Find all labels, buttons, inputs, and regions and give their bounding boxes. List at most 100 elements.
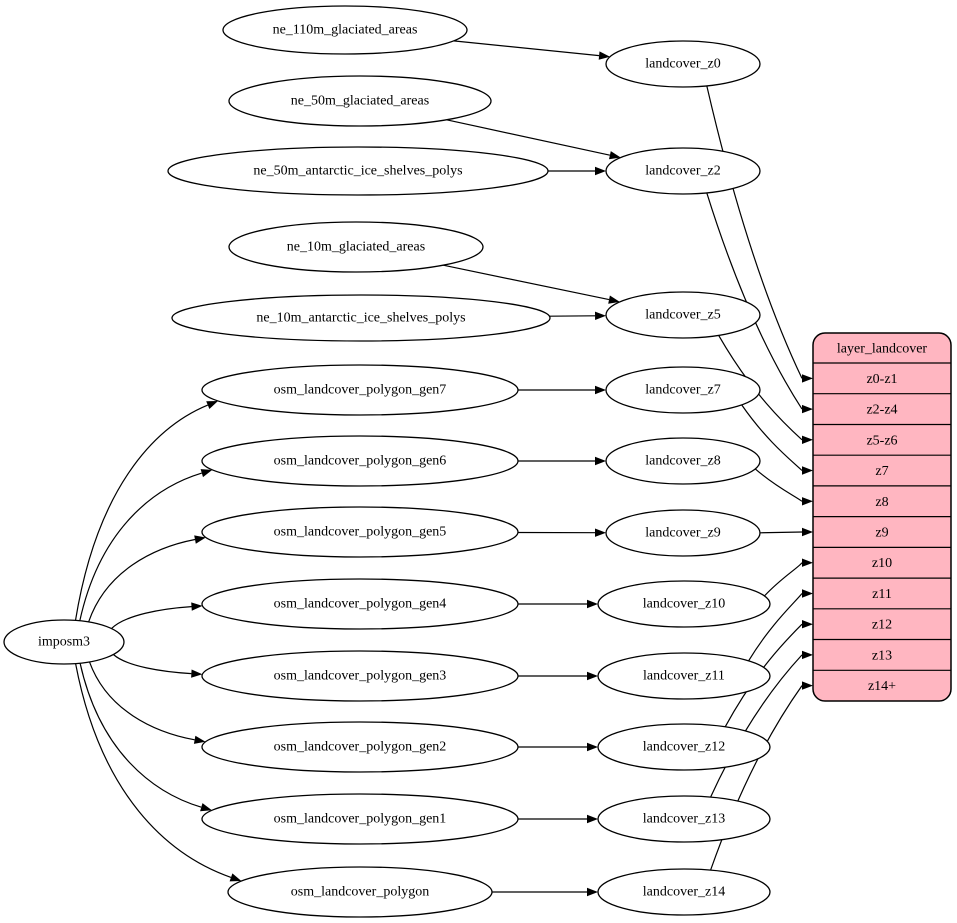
table-row-z10: z10 bbox=[813, 546, 951, 571]
edge-landcover_z11-to-layer_landcover-z11 bbox=[748, 589, 813, 662]
edge-landcover_z0-to-layer_landcover-z0-z1 bbox=[706, 85, 813, 383]
edge-landcover_z13-to-layer_landcover-z13 bbox=[710, 650, 813, 798]
table-row-z5-z6: z5-z6 bbox=[813, 423, 951, 448]
edge-imposm3-to-osm_landcover_polygon_gen1 bbox=[79, 663, 212, 812]
node-landcover_z13: landcover_z13 bbox=[597, 795, 771, 843]
edge-landcover_z8-to-layer_landcover-z8 bbox=[754, 468, 813, 506]
node-osm_landcover_polygon_gen3-ellipse bbox=[201, 650, 519, 702]
edge-ne_50m_glaciated_areas-to-landcover_z2-arrowhead bbox=[609, 151, 621, 160]
node-landcover_z14-label: landcover_z14 bbox=[643, 885, 725, 900]
node-osm_landcover_polygon_gen6: osm_landcover_polygon_gen6 bbox=[201, 435, 519, 487]
node-ne_10m_glaciated_areas-ellipse bbox=[228, 221, 484, 273]
node-osm_landcover_polygon_gen1-label: osm_landcover_polygon_gen1 bbox=[274, 812, 447, 827]
edge-landcover_z14-to-layer_landcover-z14+ bbox=[710, 681, 813, 871]
edge-ne_10m_glaciated_areas-to-landcover_z5 bbox=[443, 264, 620, 304]
edge-imposm3-to-osm_landcover_polygon-arrowhead bbox=[229, 873, 242, 882]
node-landcover_z14: landcover_z14 bbox=[597, 868, 771, 916]
node-landcover_z12-ellipse bbox=[597, 723, 771, 771]
node-landcover_z5-ellipse bbox=[605, 291, 761, 339]
node-ne_50m_glaciated_areas: ne_50m_glaciated_areas bbox=[228, 75, 492, 127]
node-landcover_z7-ellipse bbox=[605, 366, 761, 414]
node-osm_landcover_polygon_gen5: osm_landcover_polygon_gen5 bbox=[201, 506, 519, 558]
node-ne_50m_antarctic_ice_shelves_polys: ne_50m_antarctic_ice_shelves_polys bbox=[167, 146, 549, 196]
table-row-z11: z11 bbox=[813, 577, 951, 602]
node-landcover_z11: landcover_z11 bbox=[597, 652, 771, 700]
edge-ne_110m_glaciated_areas-to-landcover_z0-line bbox=[453, 40, 600, 57]
edge-ne_10m_antarctic_ice_shelves_polys-to-landcover_z5-arrowhead bbox=[595, 311, 606, 320]
edge-landcover_z9-to-layer_landcover-z9-line bbox=[759, 531, 803, 534]
node-ne_50m_antarctic_ice_shelves_polys-ellipse bbox=[167, 146, 549, 196]
node-landcover_z11-label: landcover_z11 bbox=[643, 669, 725, 684]
table-row-z12: z12 bbox=[813, 608, 951, 633]
node-osm_landcover_polygon_gen4: osm_landcover_polygon_gen4 bbox=[201, 578, 519, 630]
node-ne_10m_antarctic_ice_shelves_polys: ne_10m_antarctic_ice_shelves_polys bbox=[171, 294, 551, 342]
edge-imposm3-to-osm_landcover_polygon_gen5 bbox=[88, 535, 206, 623]
edge-ne_50m_glaciated_areas-to-landcover_z2 bbox=[446, 119, 621, 160]
edge-landcover_z0-to-layer_landcover-z0-z1-line bbox=[706, 85, 803, 379]
edge-landcover_z8-to-layer_landcover-z8-arrowhead bbox=[802, 497, 813, 506]
edge-landcover_z10-to-layer_landcover-z10 bbox=[764, 558, 813, 597]
edge-imposm3-to-osm_landcover_polygon_gen4 bbox=[111, 602, 203, 630]
node-landcover_z13-label: landcover_z13 bbox=[643, 812, 725, 827]
edge-ne_10m_glaciated_areas-to-landcover_z5-arrowhead bbox=[608, 295, 620, 304]
node-osm_landcover_polygon_gen7-label: osm_landcover_polygon_gen7 bbox=[274, 383, 447, 398]
edge-landcover_z9-to-layer_landcover-z9-arrowhead bbox=[802, 527, 813, 537]
edge-imposm3-to-osm_landcover_polygon_gen2 bbox=[88, 661, 206, 744]
node-landcover_z0-ellipse bbox=[605, 40, 761, 88]
table-row-z13-label: z13 bbox=[872, 648, 892, 663]
edge-imposm3-to-osm_landcover_polygon_gen4-arrowhead bbox=[191, 602, 203, 611]
node-osm_landcover_polygon_gen2-label: osm_landcover_polygon_gen2 bbox=[274, 740, 447, 755]
nodes-layer: imposm3ne_110m_glaciated_areasne_50m_gla… bbox=[3, 5, 952, 918]
edge-imposm3-to-osm_landcover_polygon_gen2-line bbox=[88, 661, 195, 741]
edge-imposm3-to-osm_landcover_polygon_gen1-line bbox=[79, 663, 202, 808]
edge-landcover_z10-to-layer_landcover-z10-line bbox=[764, 562, 803, 597]
table-row-z12-label: z12 bbox=[872, 618, 892, 633]
node-landcover_z7: landcover_z7 bbox=[605, 366, 761, 414]
table-row-z10-label: z10 bbox=[872, 556, 892, 571]
edge-imposm3-to-osm_landcover_polygon_gen3-line bbox=[113, 654, 192, 675]
node-landcover_z2-ellipse bbox=[605, 147, 761, 195]
table-row-z13: z13 bbox=[813, 638, 951, 663]
edge-imposm3-to-osm_landcover_polygon_gen1-arrowhead bbox=[200, 803, 212, 812]
edge-landcover_z2-to-layer_landcover-z2-z4 bbox=[706, 192, 813, 414]
table-row-z8-label: z8 bbox=[875, 495, 888, 510]
edge-landcover_z5-to-layer_landcover-z5-z6-arrowhead bbox=[802, 435, 813, 444]
node-landcover_z12-label: landcover_z12 bbox=[643, 740, 725, 755]
node-osm_landcover_polygon_gen3-label: osm_landcover_polygon_gen3 bbox=[274, 669, 447, 684]
edge-imposm3-to-osm_landcover_polygon_gen6 bbox=[79, 469, 213, 621]
node-ne_10m_antarctic_ice_shelves_polys-ellipse bbox=[171, 294, 551, 342]
node-imposm3-ellipse bbox=[3, 619, 125, 665]
node-osm_landcover_polygon_gen7-ellipse bbox=[201, 364, 519, 416]
edge-imposm3-to-osm_landcover_polygon_gen7 bbox=[74, 401, 218, 621]
edge-landcover_z5-to-layer_landcover-z5-z6-line bbox=[718, 335, 803, 441]
node-landcover_z2: landcover_z2 bbox=[605, 147, 761, 195]
edge-landcover_z11-to-layer_landcover-z11-line bbox=[748, 593, 803, 662]
node-osm_landcover_polygon_gen2-ellipse bbox=[201, 721, 519, 773]
edge-osm_landcover_polygon_gen4-to-landcover_z10-arrowhead bbox=[587, 599, 598, 609]
node-landcover_z8-ellipse bbox=[605, 437, 761, 485]
edge-landcover_z5-to-layer_landcover-z5-z6 bbox=[718, 335, 813, 444]
edge-osm_landcover_polygon_gen2-to-landcover_z12 bbox=[518, 742, 598, 752]
edge-landcover_z12-to-layer_landcover-z12-line bbox=[724, 623, 803, 728]
edge-landcover_z12-to-layer_landcover-z12-arrowhead bbox=[802, 620, 813, 629]
table-row-z2-z4-label: z2-z4 bbox=[866, 403, 897, 418]
edge-imposm3-to-osm_landcover_polygon_gen5-arrowhead bbox=[194, 535, 206, 544]
edge-landcover_z7-to-layer_landcover-z7 bbox=[741, 404, 813, 475]
edge-imposm3-to-osm_landcover_polygon_gen5-line bbox=[88, 538, 196, 623]
node-osm_landcover_polygon_gen5-ellipse bbox=[201, 506, 519, 558]
node-landcover_z8: landcover_z8 bbox=[605, 437, 761, 485]
edge-osm_landcover_polygon_gen5-to-landcover_z9 bbox=[517, 528, 606, 537]
node-landcover_z10: landcover_z10 bbox=[597, 580, 771, 628]
table-row-z7: z7 bbox=[813, 454, 951, 479]
node-landcover_z5: landcover_z5 bbox=[605, 291, 761, 339]
table-row-z0-z1: z0-z1 bbox=[813, 362, 951, 387]
table-row-z8: z8 bbox=[813, 485, 951, 510]
edge-landcover_z9-to-layer_landcover-z9 bbox=[759, 527, 813, 537]
node-osm_landcover_polygon_gen7: osm_landcover_polygon_gen7 bbox=[201, 364, 519, 416]
edge-landcover_z12-to-layer_landcover-z12 bbox=[724, 620, 813, 728]
node-landcover_z9: landcover_z9 bbox=[605, 509, 761, 557]
node-landcover_z2-label: landcover_z2 bbox=[645, 164, 720, 179]
node-landcover_z11-ellipse bbox=[597, 652, 771, 700]
